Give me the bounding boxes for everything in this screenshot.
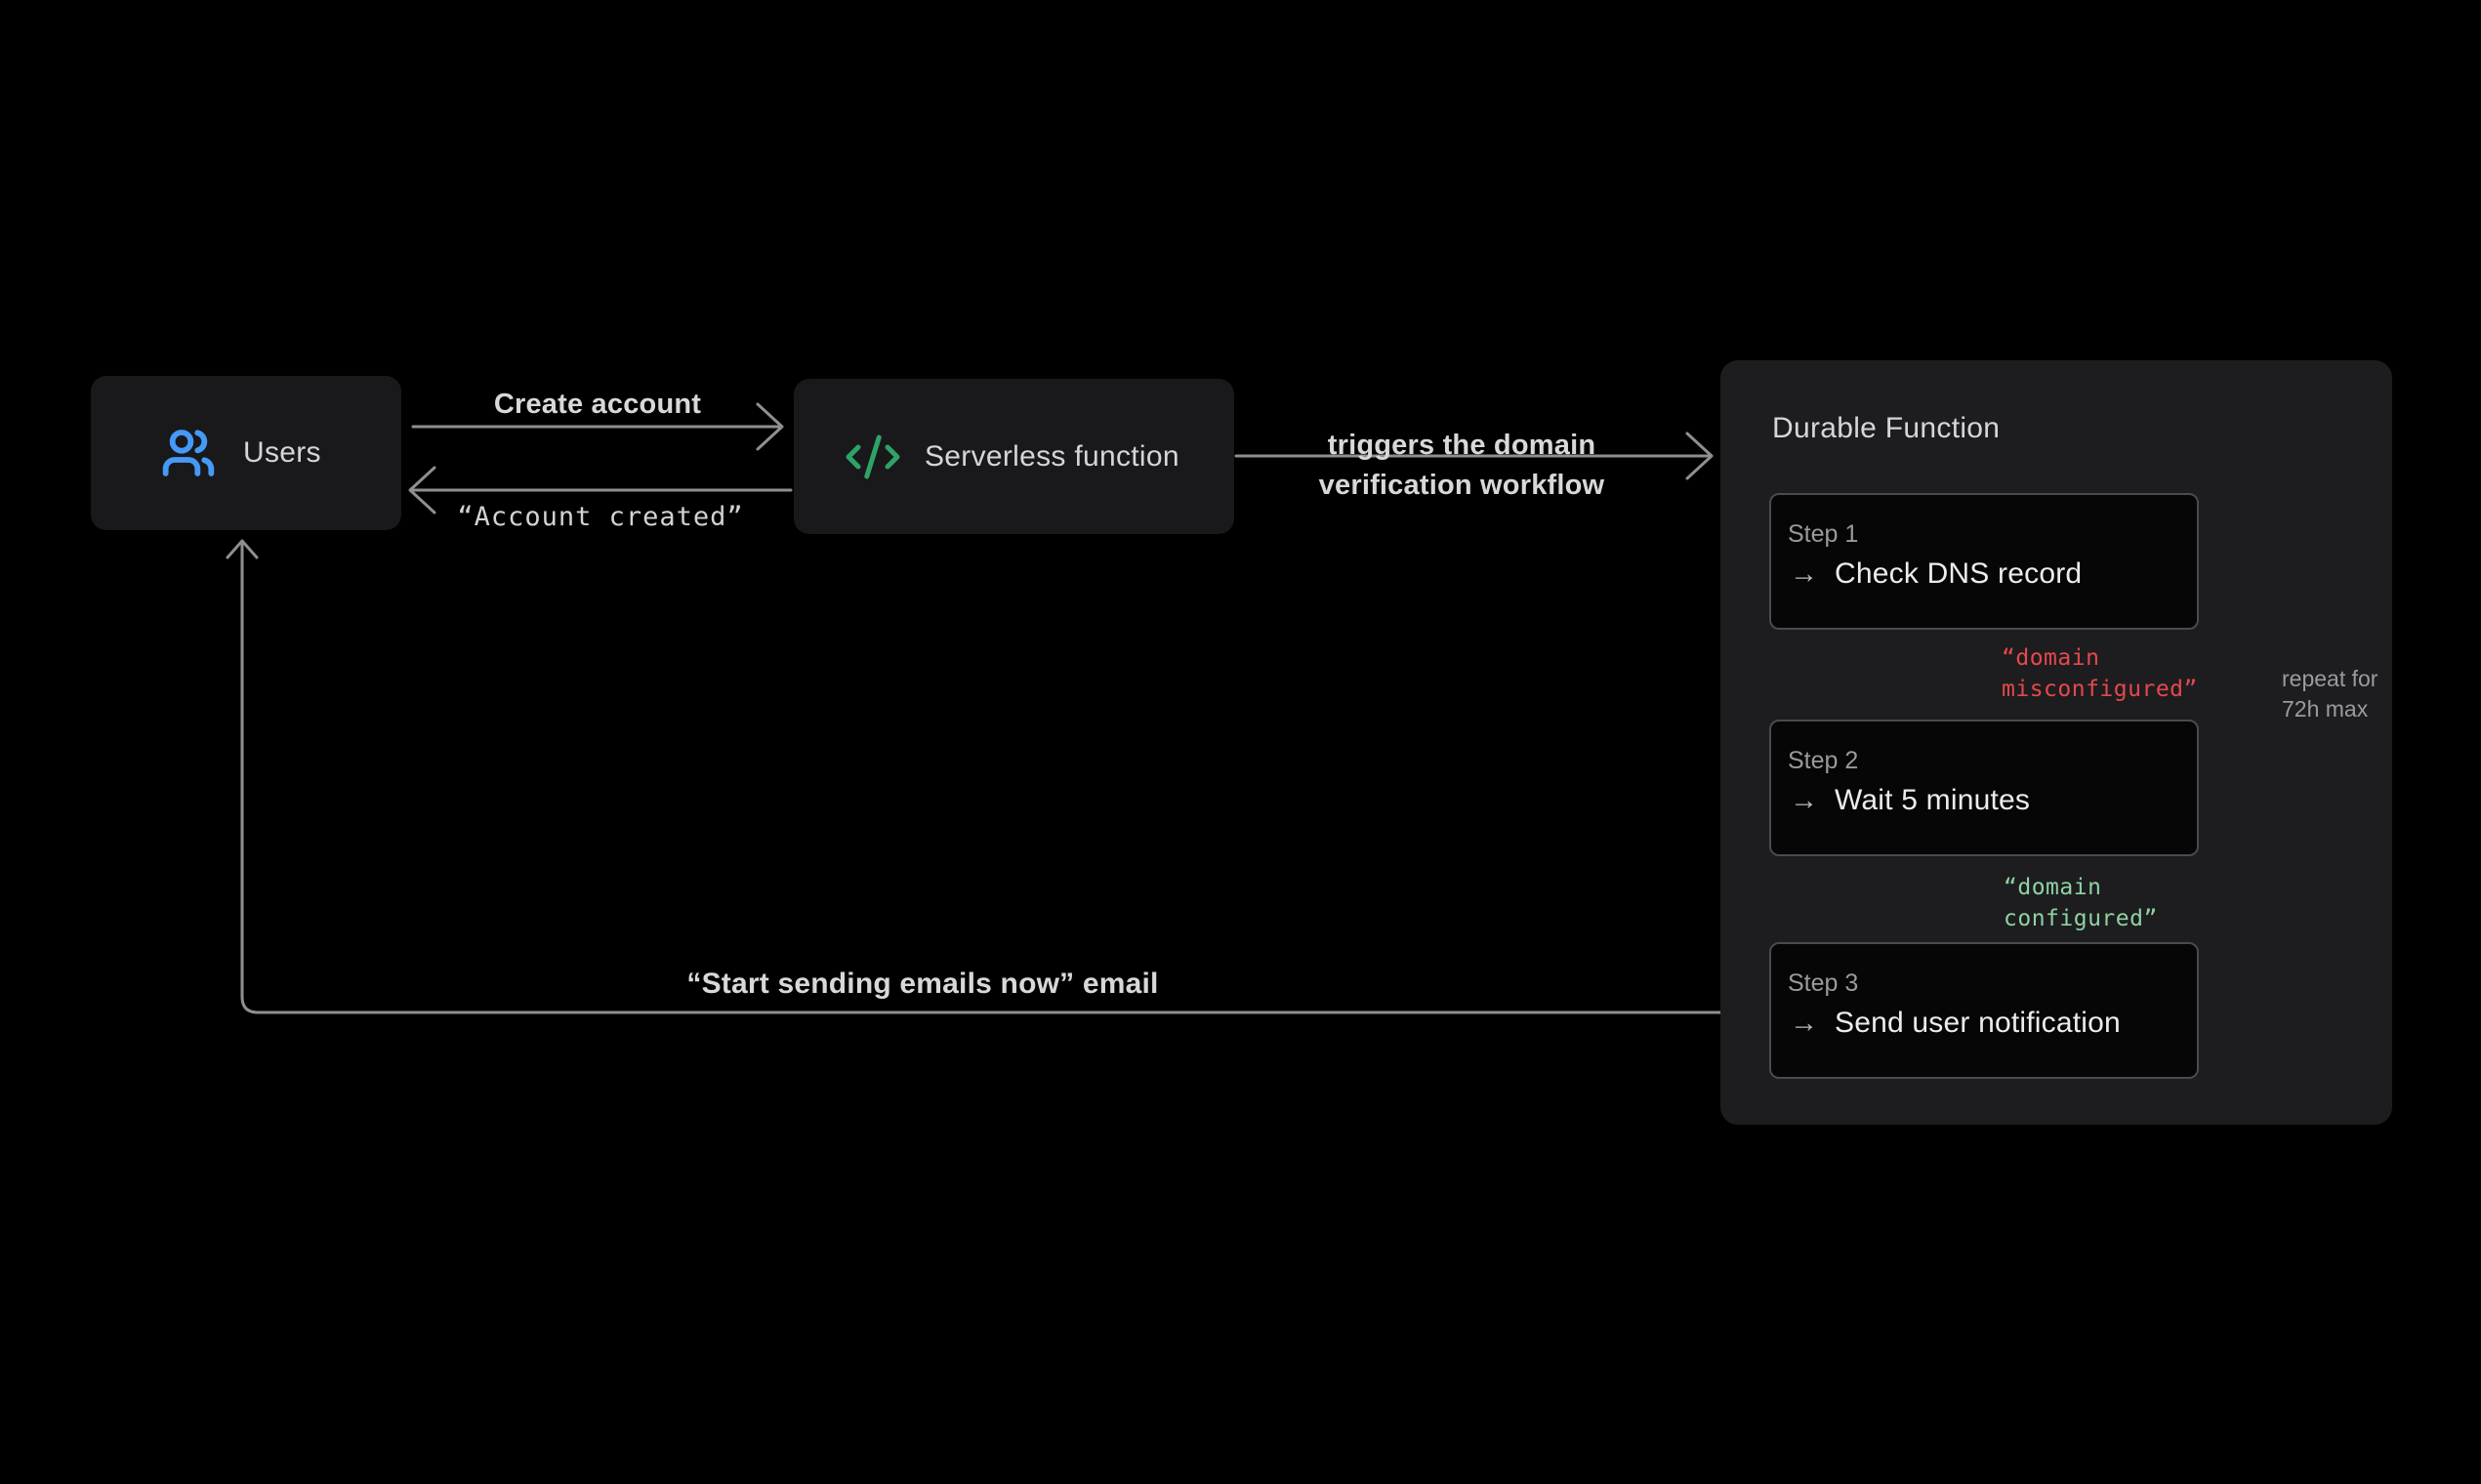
code-icon <box>843 428 903 486</box>
edge-triggers-arrowhead <box>1685 432 1714 480</box>
edge-create-account-label: Create account <box>493 389 702 420</box>
step-2-name: Step 2 <box>1788 747 1859 774</box>
step-3-name: Step 3 <box>1788 969 1859 997</box>
step-2-action: Wait 5 minutes <box>1835 784 2031 816</box>
edge-triggers-label-line2: verification workflow <box>1318 470 1605 501</box>
repeat-duration-label: repeat for 72h max <box>2282 666 2378 721</box>
users-node: Users <box>91 376 401 530</box>
step-arrow-icon: → <box>1790 1007 1818 1039</box>
transition-configured-label: “domain configured” <box>2004 875 2158 931</box>
edge-triggers-label-line1: triggers the domain <box>1327 430 1596 461</box>
transition-misconfigured-label: “domain misconfigured” <box>2002 645 2198 702</box>
edge-return-line <box>240 543 1771 1014</box>
step-1-name: Step 1 <box>1788 520 1859 548</box>
edge-account-created-label: “Account created” <box>457 502 744 532</box>
edge-triggers-label: triggers the domain verification workflo… <box>1296 426 1628 506</box>
durable-function-panel: Durable Function Step 1 → Check DNS reco… <box>1720 360 2392 1125</box>
step-arrow-icon: → <box>1790 557 1818 590</box>
step-1-action: Check DNS record <box>1835 557 2083 590</box>
users-icon <box>161 426 216 480</box>
step-3-action: Send user notification <box>1835 1007 2121 1039</box>
users-label: Users <box>243 436 321 469</box>
edge-start-sending-label: “Start sending emails now” email <box>686 968 1159 1000</box>
serverless-node: Serverless function <box>794 379 1234 534</box>
serverless-label: Serverless function <box>925 439 1179 473</box>
step-2-box: Step 2 → Wait 5 minutes <box>1769 720 2199 856</box>
step-3-box: Step 3 → Send user notification <box>1769 942 2199 1079</box>
durable-function-title: Durable Function <box>1772 412 2001 444</box>
step-arrow-icon: → <box>1790 784 1818 816</box>
step-1-box: Step 1 → Check DNS record <box>1769 493 2199 630</box>
edge-return-arrowhead <box>226 539 259 559</box>
